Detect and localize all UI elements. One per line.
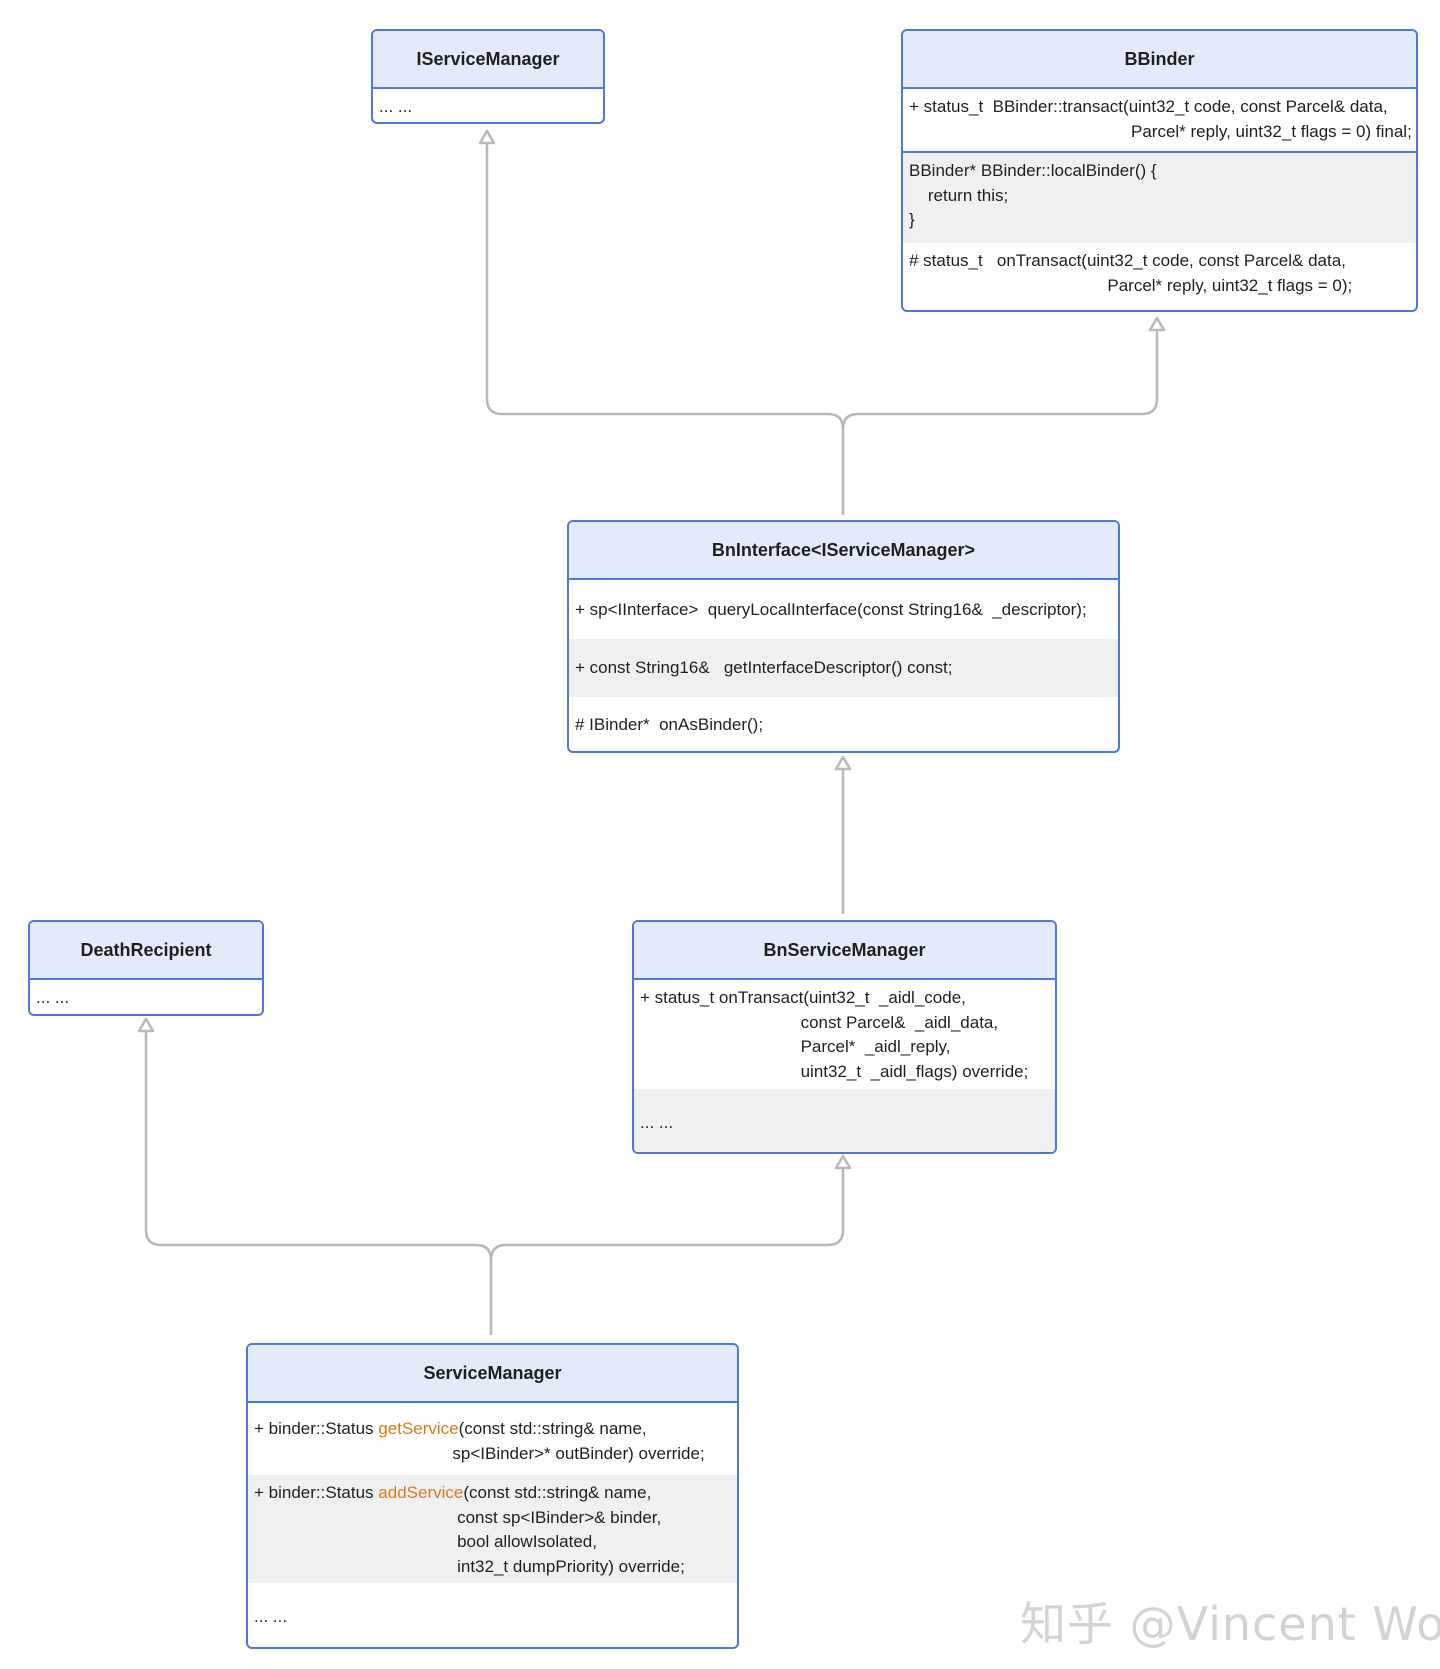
class-title: ServiceManager [248, 1345, 737, 1403]
class-members-more: ... ... [634, 1089, 1055, 1152]
class-deathrecipient[interactable]: DeathRecipient ... ... [28, 920, 264, 1016]
method-on-transact: # status_t onTransact(uint32_t code, con… [909, 251, 1353, 295]
edge-servicemanager-to-deathrecipient [144, 1031, 493, 1335]
return-type: + binder::Status [254, 1419, 379, 1438]
class-members: ... ... [379, 97, 413, 116]
edge-servicemanager-to-bnservicemanager [489, 1168, 845, 1261]
class-title: BnServiceManager [634, 922, 1055, 980]
method-on-as-binder: # IBinder* onAsBinder(); [575, 715, 764, 734]
return-type: + binder::Status [254, 1483, 379, 1502]
method-get-service: + binder::Status getService(const std::s… [248, 1403, 737, 1475]
method-add-service: + binder::Status addService(const std::s… [248, 1475, 737, 1583]
method-get-interface-descriptor: + const String16& getInterfaceDescriptor… [569, 639, 1118, 697]
class-iservicemanager[interactable]: IServiceManager ... ... [371, 29, 605, 124]
edge-bninterface-to-iservicemanager [485, 143, 845, 515]
arrowhead-bnservicemanager [834, 1154, 852, 1170]
method-params: (const std::string& name, const sp<IBind… [457, 1483, 685, 1576]
class-title: BnInterface<IServiceManager> [569, 522, 1118, 580]
arrowhead-bbinder [1148, 316, 1166, 332]
class-members-more: ... ... [254, 1607, 288, 1626]
class-title: IServiceManager [373, 31, 603, 89]
edge-bninterface-to-bbinder [841, 330, 1159, 430]
class-bnservicemanager[interactable]: BnServiceManager + status_t onTransact(u… [632, 920, 1057, 1154]
watermark: 知乎 @Vincent Woo [1020, 1597, 1440, 1651]
class-title: DeathRecipient [30, 922, 262, 980]
arrowhead-deathrecipient [137, 1017, 155, 1033]
class-members: ... ... [36, 988, 70, 1007]
method-params: (const std::string& name, sp<IBinder>* o… [452, 1419, 705, 1463]
method-name-get-service: getService [378, 1419, 459, 1438]
class-bninterface[interactable]: BnInterface<IServiceManager> + sp<IInter… [567, 520, 1120, 753]
arrowhead-iservicemanager [478, 129, 496, 145]
class-title: BBinder [903, 31, 1416, 89]
method-query-local-interface: + sp<IInterface> queryLocalInterface(con… [575, 600, 1087, 619]
method-transact: + status_t BBinder::transact(uint32_t co… [903, 89, 1416, 153]
method-local-binder: BBinder* BBinder::localBinder() { return… [903, 153, 1416, 243]
arrowhead-bninterface [834, 755, 852, 771]
method-name-add-service: addService [378, 1483, 464, 1502]
class-servicemanager[interactable]: ServiceManager + binder::Status getServi… [246, 1343, 739, 1649]
class-bbinder[interactable]: BBinder + status_t BBinder::transact(uin… [901, 29, 1418, 312]
method-on-transact: + status_t onTransact(uint32_t _aidl_cod… [640, 988, 1029, 1081]
